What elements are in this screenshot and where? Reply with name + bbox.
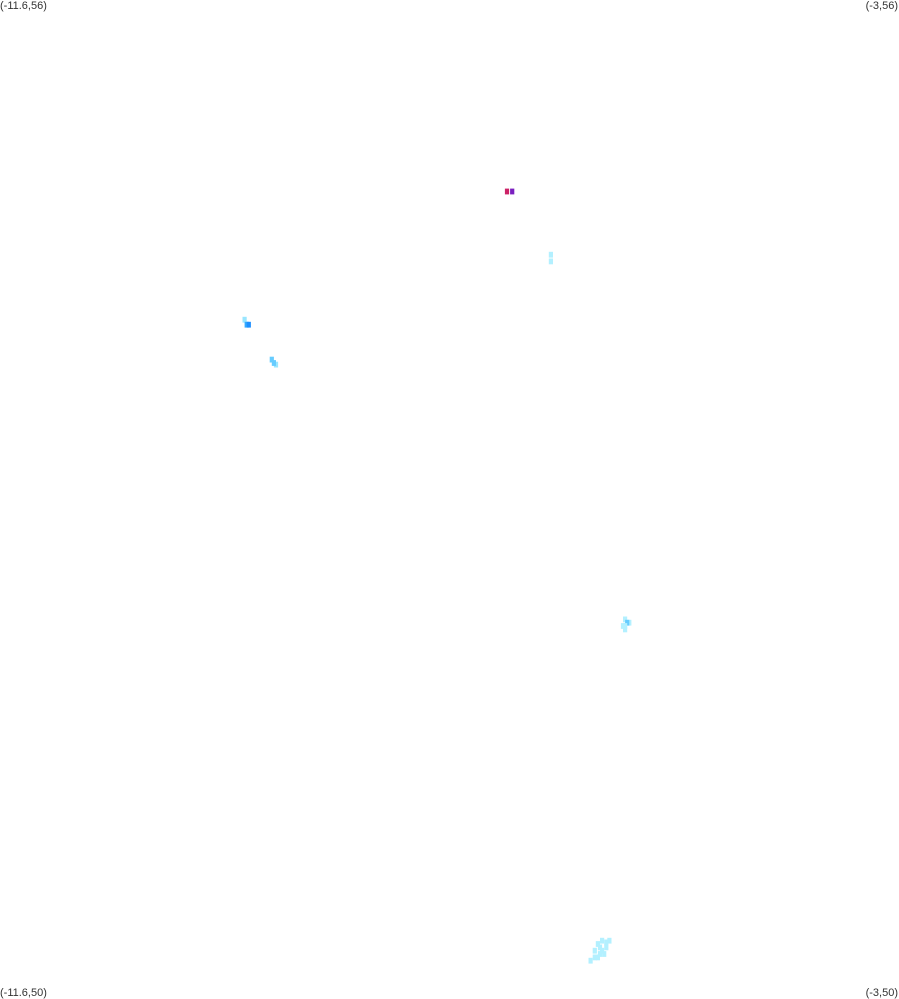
heatmap-cell-28 [607, 937, 612, 944]
heatmap-cell-16 [588, 957, 593, 964]
heatmap-cell-27 [604, 939, 609, 946]
heatmap-cell-2 [548, 251, 553, 258]
heatmap-cell-11 [627, 619, 632, 626]
heatmap-cell-10 [623, 616, 628, 623]
heatmap-cell-7 [269, 356, 274, 363]
heatmap-cell-12 [625, 619, 630, 626]
corner-label-bottom-right: (-3,50) [865, 987, 898, 999]
heatmap-cell-4 [242, 316, 247, 323]
heatmap-cell-24 [604, 944, 609, 951]
heatmap-cell-25 [595, 941, 600, 947]
heatmap-cell-21 [600, 947, 605, 954]
heatmap-cell-0 [504, 188, 510, 195]
heatmap-cell-6 [246, 321, 251, 328]
heatmap-cell-22 [592, 947, 597, 954]
heatmap-cell-14 [620, 623, 626, 629]
heatmap-cell-17 [592, 954, 597, 961]
heatmap-cell-3 [548, 258, 553, 265]
heatmap-cell-26 [600, 937, 605, 944]
heatmap-cell-20 [602, 951, 607, 957]
heatmap-cell-18 [595, 954, 600, 961]
corner-label-bottom-left: (-11.6,50) [0, 987, 47, 999]
corner-label-top-right: (-3,56) [865, 0, 898, 12]
heatmap-cell-19 [597, 951, 603, 957]
heatmap-cell-23 [597, 944, 603, 951]
heatmap-cell-1 [510, 188, 515, 195]
heatmap-cell-15 [623, 626, 628, 633]
corner-label-top-left: (-11.6,56) [0, 0, 47, 12]
heatmap-cell-9 [271, 360, 276, 366]
